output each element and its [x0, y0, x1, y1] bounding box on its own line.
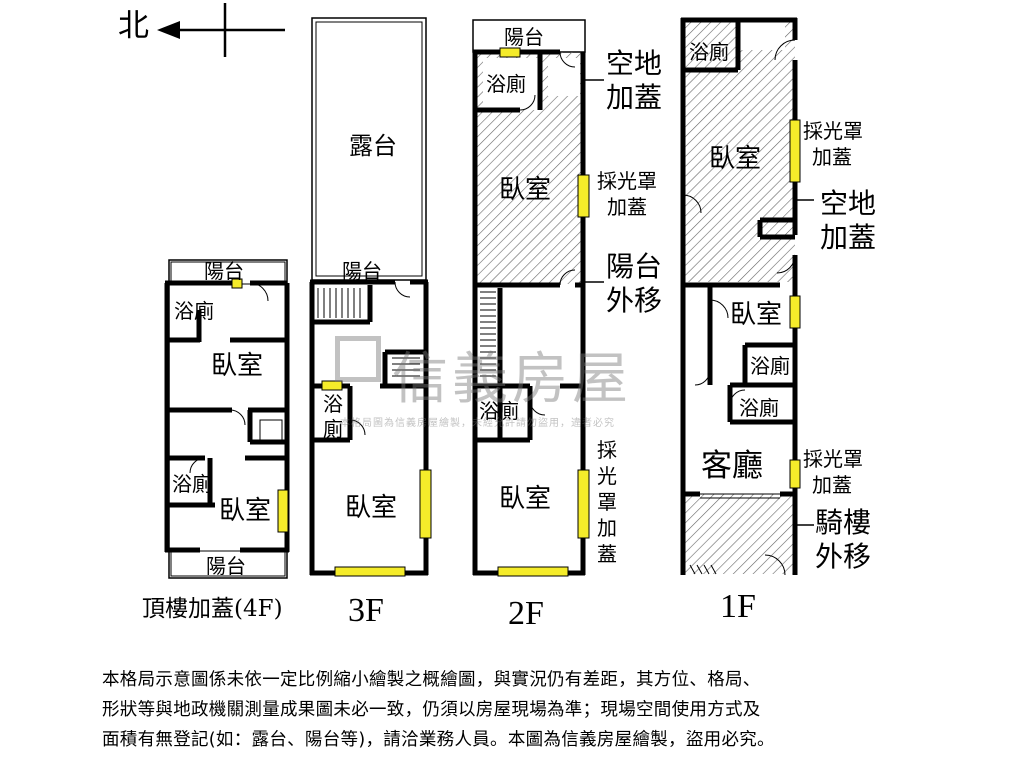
1f-skylight1-note-line1: 採光罩	[803, 119, 863, 143]
disclaimer-line3: 面積有無登記(如：露台、陽台等)，請洽業務人員。本圖為信義房屋繪製，盜用必究。	[102, 730, 775, 750]
roof-balcony-bottom-label: 陽台	[206, 554, 246, 578]
2f-side-skylight-char5: 蓋	[597, 542, 617, 566]
2f-skylight-note: 採光罩 加蓋	[597, 168, 657, 220]
watermark-note: 本格局圖為信義房屋繪製，未經允許請勿盜用，違者必究	[340, 418, 615, 429]
3f-terrace-label: 露台	[349, 132, 397, 160]
2f-bath-top-label: 浴廁	[486, 72, 526, 96]
roof-balcony-top-label: 陽台	[204, 259, 244, 283]
1f-skylight1-note: 採光罩 加蓋	[803, 118, 863, 170]
1f-bedroom-label: 臥室	[730, 300, 783, 330]
1f-bedroom-top-label: 臥室	[709, 144, 762, 174]
second-floor-plan	[472, 19, 604, 577]
1f-skylight2-note-line1: 採光罩	[803, 447, 863, 471]
1f-skylight2-note-line2: 加蓋	[812, 473, 852, 497]
1f-vacant-note-line2: 加蓋	[820, 221, 877, 254]
ground-floor-plan	[680, 17, 814, 576]
2f-balcony-note: 陽台 外移	[606, 250, 662, 318]
2f-balcony-note-line2: 外移	[606, 284, 663, 317]
2f-vacant-note: 空地 加蓋	[606, 47, 662, 115]
2f-side-skylight-note: 採 光 罩 加 蓋	[597, 437, 617, 567]
1f-floor-name: 1F	[720, 588, 756, 625]
roof-bedroom1-label: 臥室	[211, 351, 264, 381]
1f-living-room-label: 客廳	[701, 448, 763, 484]
1f-skylight1-note-line2: 加蓋	[812, 145, 852, 169]
2f-side-skylight-char2: 光	[597, 464, 617, 488]
roof-bedroom2-label: 臥室	[219, 496, 272, 526]
2f-bath-label: 浴廁	[479, 399, 519, 423]
2f-vacant-note-line1: 空地	[606, 47, 663, 80]
2f-balcony-note-line1: 陽台	[606, 250, 663, 283]
3f-bath-b-label: 廁	[323, 417, 343, 441]
2f-vacant-note-line2: 加蓋	[606, 81, 663, 114]
1f-arcade-note-line1: 騎樓	[815, 506, 872, 539]
watermark-logo-icon	[335, 336, 381, 382]
1f-vacant-note: 空地 加蓋	[820, 187, 876, 255]
1f-arcade-note: 騎樓 外移	[815, 506, 871, 574]
2f-side-skylight-char4: 加	[597, 516, 617, 540]
roof-floor-plan	[164, 259, 290, 579]
2f-balcony-label: 陽台	[504, 25, 544, 49]
1f-arcade-note-line2: 外移	[815, 540, 872, 573]
watermark-brand: 信義房屋	[392, 347, 632, 412]
disclaimer-text: 本格局示意圖係未依一定比例縮小繪製之概繪圖，與實況仍有差距，其方位、格局、 形狀…	[102, 665, 962, 755]
3f-bath-a-label: 浴	[323, 392, 343, 416]
3f-balcony-label: 陽台	[342, 259, 382, 283]
north-label: 北	[118, 8, 149, 44]
1f-bath-b-label: 浴廁	[739, 396, 779, 420]
2f-side-skylight-char1: 採	[597, 438, 617, 462]
1f-vacant-note-line1: 空地	[820, 187, 877, 220]
3f-bedroom-label: 臥室	[345, 493, 398, 523]
disclaimer-line2: 形狀等與地政機關測量成果圖未必一致，仍須以房屋現場為準；現場空間使用方式及	[102, 700, 761, 720]
roof-floor-name: 頂樓加蓋(4F)	[142, 596, 283, 622]
third-floor-plan	[309, 17, 432, 577]
2f-bedroom-top-label: 臥室	[499, 175, 552, 205]
3f-floor-name: 3F	[348, 592, 384, 629]
2f-side-skylight-char3: 罩	[597, 490, 617, 514]
2f-bedroom-label: 臥室	[499, 484, 552, 514]
2f-skylight-note-line1: 採光罩	[597, 169, 657, 193]
roof-bath1-label: 浴廁	[174, 299, 214, 323]
roof-bath2-label: 浴廁	[172, 472, 212, 496]
1f-bath-a-label: 浴廁	[750, 354, 790, 378]
disclaimer-line1: 本格局示意圖係未依一定比例縮小繪製之概繪圖，與實況仍有差距，其方位、格局、	[102, 670, 761, 690]
1f-skylight2-note: 採光罩 加蓋	[803, 446, 863, 498]
2f-skylight-note-line2: 加蓋	[607, 195, 647, 219]
1f-bath-top-label: 浴廁	[689, 40, 729, 64]
2f-floor-name: 2F	[508, 595, 544, 632]
compass-arrow	[157, 3, 285, 57]
